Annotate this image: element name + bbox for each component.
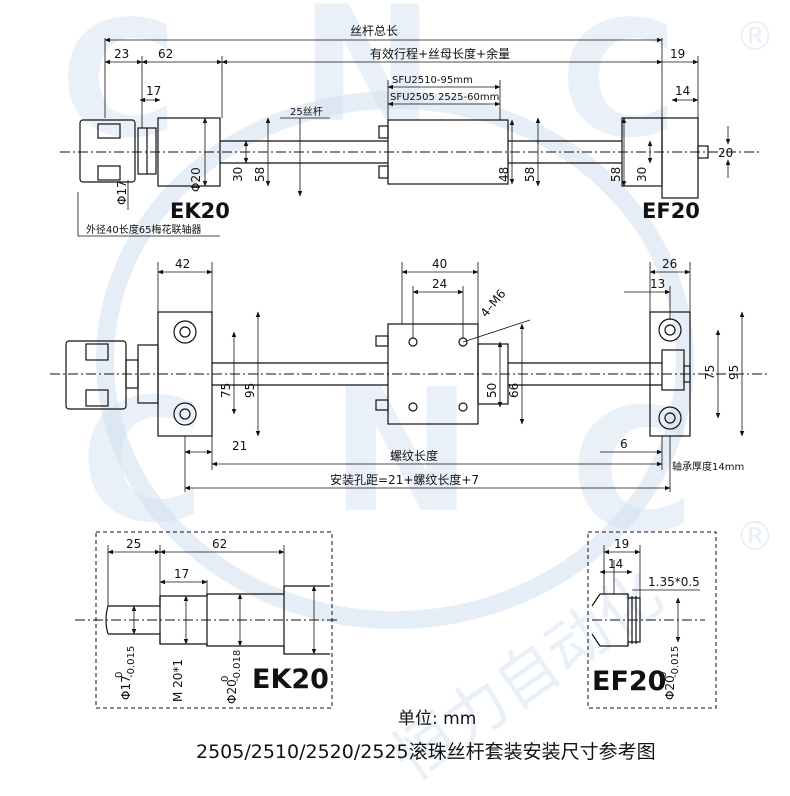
dim-17: 17 <box>174 567 189 581</box>
coupling <box>79 119 136 183</box>
watermark-reg-mark: ® <box>735 14 775 60</box>
dim-tolb: -0.015 <box>670 646 681 678</box>
dim-95b: 95 <box>727 365 741 380</box>
dim-48: 48 <box>497 167 511 182</box>
dim-tol20b: -0.018 <box>232 650 243 682</box>
dim-phi20: Φ20 <box>663 675 677 700</box>
dim-m20: M 20*1 <box>171 659 185 702</box>
dim-m6: 4–M6 <box>478 287 509 320</box>
ball-nut <box>387 119 509 185</box>
detail-ef20 <box>587 531 717 709</box>
ef20-label: EF20 <box>642 199 700 223</box>
dim-20-right: 20 <box>718 146 733 160</box>
watermark-letter: N <box>300 0 434 158</box>
dim-tol: 0 <box>658 672 669 678</box>
dim-95a: 95 <box>243 383 257 398</box>
watermark-letter: C <box>560 0 677 173</box>
ek20-label: EK20 <box>170 199 230 223</box>
dim-14: 14 <box>675 84 690 98</box>
groove-label: 1.35*0.5 <box>648 575 700 589</box>
dim-50: 50 <box>485 383 499 398</box>
dim-phi17: Φ17 <box>119 675 133 700</box>
effective-length-label: 有效行程+丝母长度+余量 <box>370 46 510 61</box>
thread-length-label: 螺纹长度 <box>390 448 438 463</box>
drawing-title: 2505/2510/2520/2525滚珠丝杆套装安装尺寸参考图 <box>196 741 656 763</box>
dim-62: 62 <box>158 47 173 61</box>
dim-tol20: 0 <box>220 676 231 682</box>
dim-phi20: Φ20 <box>225 679 239 704</box>
top-view <box>60 37 760 237</box>
sfu2505-label: SFU2505 2525-60mm <box>390 92 499 103</box>
unit-label: 单位: mm <box>398 709 476 729</box>
dim-21: 21 <box>232 439 247 453</box>
dim-58b: 58 <box>523 167 537 182</box>
screw-label: 25丝杆 <box>290 106 323 118</box>
coupling-note: 外径40长度65梅花联轴器 <box>86 223 201 236</box>
dim-24: 24 <box>432 277 447 291</box>
dim-75a: 75 <box>219 383 233 398</box>
dim-30a: 30 <box>231 167 245 182</box>
dim-phi17: Φ17 <box>115 180 129 205</box>
detail-ek20-labels: 25 62 17 Φ17 0 -0.015 M 20*1 Φ20 0 -0.01… <box>114 537 329 704</box>
dim-58c: 58 <box>609 167 623 182</box>
dim-17: 17 <box>146 84 161 98</box>
watermark-reg-mark: ® <box>735 514 775 560</box>
dim-40: 40 <box>432 257 447 271</box>
middle-view <box>50 262 770 492</box>
dim-26: 26 <box>662 257 677 271</box>
detail-ef20-labels: 19 14 1.35*0.5 Φ20 0 -0.015 EF20 <box>592 537 700 700</box>
top-view-labels: 丝杆总长 有效行程+丝母长度+余量 23 62 19 17 14 SFU2510… <box>86 24 733 236</box>
dim-phi20: Φ20 <box>189 167 203 192</box>
dim-14: 14 <box>608 557 623 571</box>
detail-ek20 <box>75 531 340 709</box>
dim-62: 62 <box>212 537 227 551</box>
dim-30b: 30 <box>635 167 649 182</box>
dim-tol17: 0 <box>114 672 125 678</box>
dim-13: 13 <box>650 277 665 291</box>
ef20-detail-label: EF20 <box>592 666 666 697</box>
ek20-detail-label: EK20 <box>252 664 329 695</box>
dim-19: 19 <box>614 537 629 551</box>
middle-view-labels: 42 40 24 4–M6 26 13 75 95 50 66 75 95 21… <box>175 257 744 487</box>
ek-support-block <box>157 117 221 187</box>
dim-75b: 75 <box>703 365 717 380</box>
dim-6: 6 <box>620 437 628 451</box>
hole-distance-label: 安装孔距=21+螺纹长度+7 <box>330 472 479 487</box>
dim-66: 66 <box>507 383 521 398</box>
detail-ef-frame <box>587 531 717 709</box>
total-length-label: 丝杆总长 <box>350 24 398 38</box>
dim-58a: 58 <box>253 167 267 182</box>
sfu2510-label: SFU2510-95mm <box>392 75 473 86</box>
dim-42: 42 <box>175 257 190 271</box>
dim-tol17b: -0.015 <box>126 646 137 678</box>
dim-19: 19 <box>670 47 685 61</box>
dim-23: 23 <box>114 47 129 61</box>
dim-25: 25 <box>126 537 141 551</box>
watermark-letter: N <box>330 353 472 551</box>
bearing-thickness-label: 轴承厚度14mm <box>672 460 744 473</box>
